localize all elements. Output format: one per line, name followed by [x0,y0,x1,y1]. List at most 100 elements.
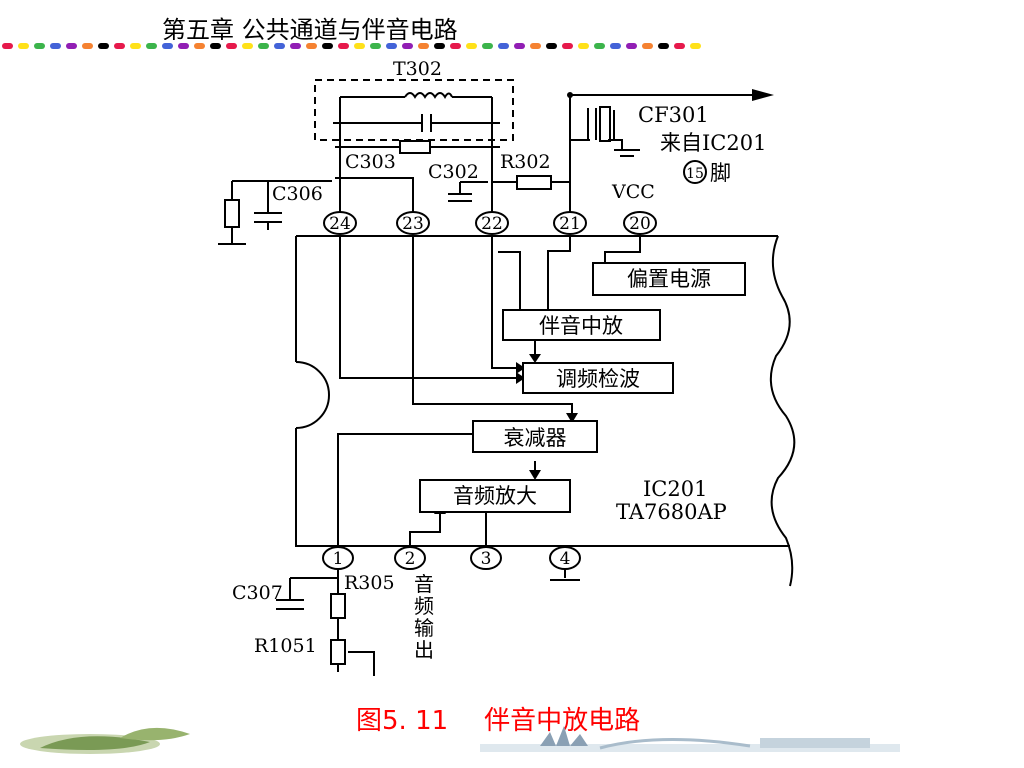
title-rule-dot [162,43,173,49]
title-rule-dot [402,43,413,49]
vcc-lead [604,233,641,262]
input-note-from: 来自IC201 [660,131,766,155]
title-rule-dot [290,43,301,49]
title-rule-dot [306,43,317,49]
block-bias-label: 偏置电源 [627,267,711,291]
attenuator-arrow-head [566,413,578,423]
label-c302: C302 [428,161,479,183]
footer-leaf-shape-2 [120,727,190,741]
cf301-ground [614,149,640,157]
pin22-to-if [498,251,521,310]
title-rule-dot [514,43,525,49]
ic-notch [295,361,330,429]
block-audio-amp [419,479,571,513]
title-rule-dot [690,43,701,49]
block-fm-detector [522,362,674,394]
block-bias [592,262,746,296]
footer-decoration [20,726,900,754]
pin-24-label: 24 [329,214,351,234]
pin-20-circle [623,211,657,235]
title-rule-dot [594,43,605,49]
title-rule-dot [258,43,269,49]
title-rule-dot [98,43,109,49]
footer-skyline [540,726,588,746]
label-r302: R302 [500,151,551,173]
slide-title: 第五章 公共通道与伴音电路 [162,16,458,44]
r1051-body [330,639,346,665]
label-t302: T302 [393,58,442,80]
pin-4-circle [549,546,581,570]
pin21-to-if [547,236,571,310]
label-r305: R305 [344,572,395,594]
title-rule-dot [82,43,93,49]
pin23-to-attenuator [412,236,573,421]
r302-body [516,175,552,190]
title-rule-dot [626,43,637,49]
pin-21-circle [553,211,587,235]
audio-output-char-3: 输 [414,616,434,640]
pin-24-circle [323,211,357,235]
footer-bridge [599,737,751,750]
title-rule-dot [242,43,253,49]
c306-capacitor [254,181,282,230]
pin-3-circle [470,546,502,570]
block-sound-if-label: 伴音中放 [539,314,623,338]
pin-2-circle [394,546,426,570]
title-rule-dot [130,43,141,49]
title-rule-dot [562,43,573,49]
pin-3-label: 3 [481,549,492,569]
title-rule-dot [578,43,589,49]
pin1-to-attenuator [337,433,473,548]
footer-water [480,744,900,752]
title-rule-dot [546,43,557,49]
cf301-plates [587,108,597,140]
title-rule-dot [482,43,493,49]
pin-23-label: 23 [402,214,424,234]
pin-22-circle [475,211,509,235]
pin-15-circle [683,160,707,184]
t302-capacitor [421,114,432,132]
title-rule-dot [146,43,157,49]
c307-capacitor [276,577,338,610]
pin-2-label: 2 [405,549,416,569]
pin-1-label: 1 [333,549,344,569]
t302-coil [404,92,453,99]
title-rule-dot [322,43,333,49]
footer-shore [760,738,870,748]
r1051-wiper [337,651,375,676]
title-rule-dot [338,43,349,49]
amp-to-pin2 [409,512,441,548]
title-rule-dot [530,43,541,49]
pin-21-label: 21 [559,214,581,234]
label-c307: C307 [232,582,283,604]
cf301-body [599,106,611,142]
title-rule-dot [610,43,621,49]
title-rule-dot [386,43,397,49]
pin22-to-detector [491,236,523,369]
title-rule-dot [434,43,445,49]
title-rule-dot [418,43,429,49]
r305-body [330,593,346,619]
label-ic-name: IC201 [643,477,707,501]
detector-arrow-head-2 [516,362,525,374]
title-rule-dot [18,43,29,49]
title-rule-dot [450,43,461,49]
amp-arrow-head [529,470,541,480]
input-node [567,92,573,98]
ic-break-edge [769,235,796,587]
audio-output-char-2: 频 [414,594,434,618]
pin-15-label: 15 [686,166,704,182]
block-audio-amp-label: 音频放大 [453,484,537,508]
block-sound-if [502,309,661,341]
block-attenuator [472,420,598,453]
label-cf301: CF301 [638,103,709,127]
title-rule-dot [2,43,13,49]
pin-4-label: 4 [560,549,571,569]
title-rule-dot [210,43,221,49]
cf301-output [608,110,623,150]
title-rule [0,40,712,52]
c303-body [399,140,431,154]
title-rule-dot [66,43,77,49]
title-rule-dot [114,43,125,49]
